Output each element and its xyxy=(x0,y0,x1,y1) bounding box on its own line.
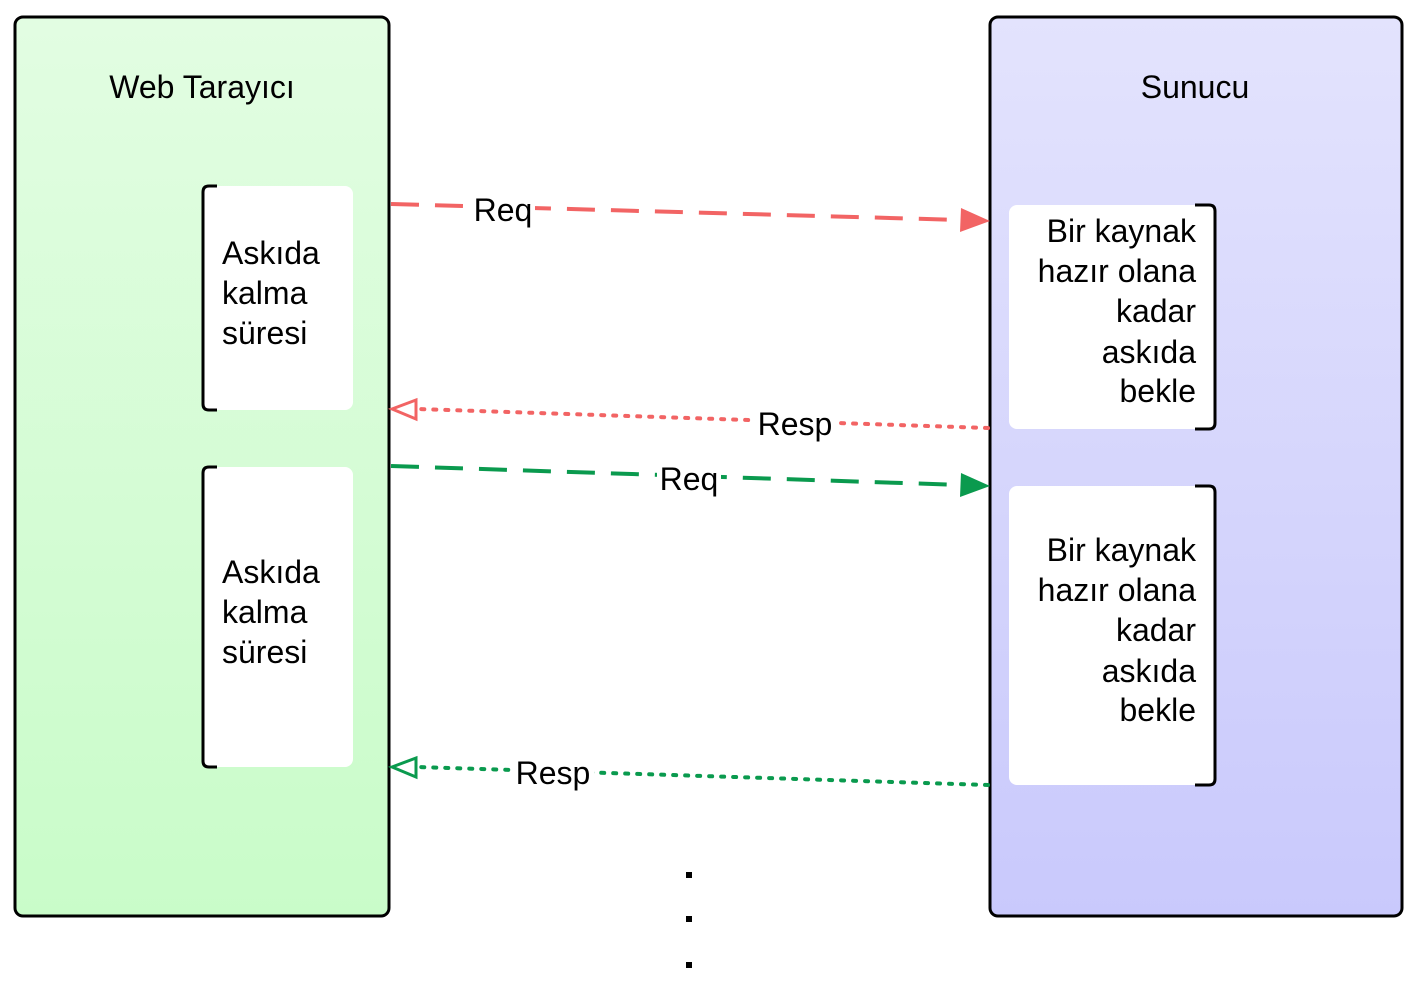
response-line xyxy=(416,407,990,430)
wait-label-line: kadar xyxy=(1116,612,1196,648)
label-backdrop xyxy=(471,193,535,227)
request-arrow-1: Req xyxy=(390,192,990,232)
server-wait-period-1: Bir kaynak hazır olana kadar askıda bekl… xyxy=(1009,203,1217,431)
wait-label-line: bekle xyxy=(1120,692,1197,728)
left-bracket xyxy=(201,465,217,769)
wait-label-line: kadar xyxy=(1116,293,1196,329)
label-backdrop xyxy=(512,757,594,791)
hang-label-line: Askıda xyxy=(222,235,320,271)
right-bracket xyxy=(1195,203,1217,431)
wait-label-line: bekle xyxy=(1120,373,1197,409)
request-label: Req xyxy=(660,461,719,497)
wait-period-box xyxy=(1009,486,1215,785)
wait-label-line: askıda xyxy=(1102,653,1196,689)
dot xyxy=(686,872,692,878)
hang-period-box xyxy=(203,467,353,767)
hang-label-line: Askıda xyxy=(222,554,320,590)
arrowhead-filled-icon xyxy=(960,208,990,232)
wait-label-line: Bir kaynak xyxy=(1047,213,1197,249)
hang-period-1: Askıda kalma süresi xyxy=(201,184,353,412)
request-label: Req xyxy=(474,192,533,228)
hang-label-line: süresi xyxy=(222,634,307,670)
hang-period-box xyxy=(203,186,353,410)
server-title: Sunucu xyxy=(1141,69,1250,105)
browser-title: Web Tarayıcı xyxy=(109,69,295,105)
browser-lane: Web Tarayıcı xyxy=(13,15,391,918)
dot xyxy=(686,916,692,922)
response-label: Resp xyxy=(758,406,833,442)
right-bracket xyxy=(1195,484,1217,787)
request-arrow-2: Req xyxy=(390,461,990,497)
browser-box xyxy=(13,15,391,918)
left-bracket xyxy=(201,184,217,412)
dot xyxy=(686,962,692,968)
continuation-dots xyxy=(686,872,692,968)
wait-label-line: hazır olana xyxy=(1038,572,1197,608)
hang-label-line: kalma xyxy=(222,594,308,630)
response-line xyxy=(416,765,990,787)
hang-label-line: kalma xyxy=(222,275,308,311)
arrowhead-filled-icon xyxy=(960,473,990,497)
wait-label-line: hazır olana xyxy=(1038,253,1197,289)
label-backdrop xyxy=(657,462,721,496)
response-label: Resp xyxy=(516,755,591,791)
response-arrow-1: Resp xyxy=(387,397,990,442)
wait-label-line: Bir kaynak xyxy=(1047,532,1197,568)
wait-label-line: askıda xyxy=(1102,334,1196,370)
wait-period-box xyxy=(1009,205,1215,429)
response-arrow-2: Resp xyxy=(387,755,990,791)
arrowhead-hollow-icon xyxy=(387,397,418,422)
hang-period-2: Askıda kalma süresi xyxy=(201,465,353,769)
label-backdrop xyxy=(755,408,835,442)
arrowhead-hollow-icon xyxy=(387,755,418,780)
server-wait-period-2: Bir kaynak hazır olana kadar askıda bekl… xyxy=(1009,484,1217,787)
hang-label-line: süresi xyxy=(222,315,307,351)
